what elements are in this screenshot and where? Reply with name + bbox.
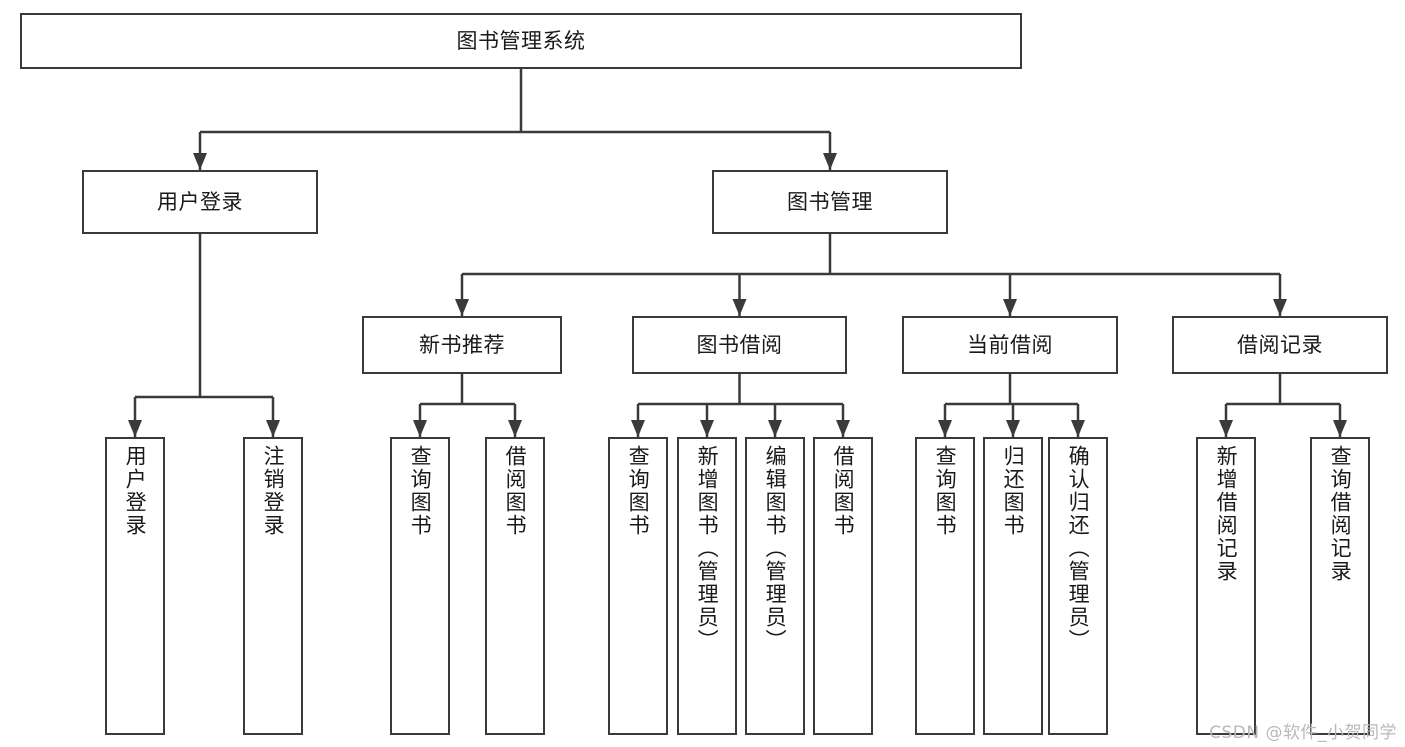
arrow-head-icon: [266, 420, 280, 437]
arrow-head-icon: [1003, 299, 1017, 316]
node-label: 当前借阅: [967, 332, 1053, 357]
node-label: 归还图书: [1001, 445, 1026, 537]
arrow-head-icon: [938, 420, 952, 437]
arrow-head-icon: [1333, 420, 1347, 437]
arrow-head-icon: [193, 153, 207, 170]
node-label: 查询图书: [933, 445, 958, 537]
arrow-head-icon: [768, 420, 782, 437]
node-book-borrow[interactable]: 图书借阅: [632, 316, 847, 374]
node-label: 查询图书: [408, 445, 433, 537]
node-current-borrow[interactable]: 当前借阅: [902, 316, 1118, 374]
arrow-head-icon: [631, 420, 645, 437]
node-label: 图书管理: [787, 189, 873, 214]
node-leaf-return-book[interactable]: 归还图书: [983, 437, 1043, 735]
node-label: 图书借阅: [696, 332, 783, 357]
node-label: 新增图书（管理员）: [695, 445, 720, 652]
node-label: 确认归还（管理员）: [1066, 445, 1091, 652]
arrow-head-icon: [413, 420, 427, 437]
node-leaf-query-borrow-record[interactable]: 查询借阅记录: [1310, 437, 1370, 735]
node-leaf-edit-book[interactable]: 编辑图书（管理员）: [745, 437, 805, 735]
arrow-head-icon: [836, 420, 850, 437]
arrow-head-icon: [1273, 299, 1287, 316]
node-leaf-logout[interactable]: 注销登录: [243, 437, 303, 735]
node-label: 新书推荐: [419, 332, 505, 357]
node-label: 新增借阅记录: [1214, 445, 1239, 583]
node-leaf-borrow-book[interactable]: 借阅图书: [813, 437, 873, 735]
node-leaf-query-book-recommend[interactable]: 查询图书: [390, 437, 450, 735]
node-leaf-user-login[interactable]: 用户登录: [105, 437, 165, 735]
node-leaf-add-book[interactable]: 新增图书（管理员）: [677, 437, 737, 735]
arrow-head-icon: [732, 299, 747, 316]
node-label: 用户登录: [157, 189, 243, 214]
arrow-head-icon: [1219, 420, 1233, 437]
node-leaf-confirm-return[interactable]: 确认归还（管理员）: [1048, 437, 1108, 735]
watermark-text: CSDN @软件_小贺同学: [1209, 723, 1397, 743]
node-label: 借阅记录: [1237, 332, 1323, 357]
arrow-head-icon: [1071, 420, 1085, 437]
node-leaf-query-book-current[interactable]: 查询图书: [915, 437, 975, 735]
node-book-manage[interactable]: 图书管理: [712, 170, 948, 234]
node-label: 查询借阅记录: [1328, 445, 1353, 583]
arrow-head-icon: [823, 153, 837, 170]
arrow-head-icon: [455, 299, 469, 316]
node-label: 图书管理系统: [456, 28, 586, 53]
node-label: 借阅图书: [503, 445, 528, 537]
node-label: 编辑图书（管理员）: [763, 445, 788, 652]
node-user-login[interactable]: 用户登录: [82, 170, 318, 234]
node-leaf-borrow-book-recommend[interactable]: 借阅图书: [485, 437, 545, 735]
node-borrow-record[interactable]: 借阅记录: [1172, 316, 1388, 374]
node-new-book-recommend[interactable]: 新书推荐: [362, 316, 562, 374]
arrow-head-icon: [700, 420, 714, 437]
arrow-head-icon: [508, 420, 522, 437]
node-label: 查询图书: [626, 445, 651, 537]
node-label: 注销登录: [261, 445, 286, 537]
node-leaf-query-book-borrow[interactable]: 查询图书: [608, 437, 668, 735]
node-leaf-add-borrow-record[interactable]: 新增借阅记录: [1196, 437, 1256, 735]
arrow-head-icon: [128, 420, 142, 437]
node-label: 借阅图书: [831, 445, 856, 537]
node-root[interactable]: 图书管理系统: [20, 13, 1022, 69]
arrow-head-icon: [1006, 420, 1020, 437]
node-label: 用户登录: [123, 445, 148, 537]
